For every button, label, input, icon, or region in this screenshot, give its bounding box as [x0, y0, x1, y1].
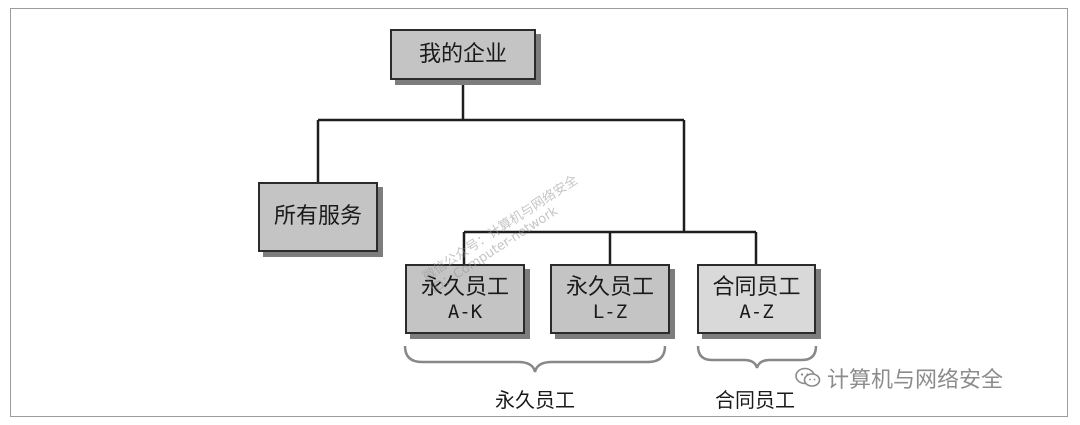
node-contract-a-z-title: 合同员工	[712, 275, 801, 300]
node-my-enterprise-label: 我的企业	[418, 41, 507, 67]
watermark-brand: 计算机与网络安全	[795, 362, 1003, 394]
node-permanent-a-k-title: 永久员工	[420, 275, 509, 300]
node-all-services-label: 所有服务	[273, 204, 362, 229]
group-label-permanent: 永久员工	[495, 388, 575, 412]
node-my-enterprise: 我的企业	[390, 29, 536, 80]
node-permanent-l-z-title: 永久员工	[565, 275, 654, 300]
node-permanent-a-k-range: A-K	[447, 301, 483, 323]
node-contract-a-z-range: A-Z	[739, 301, 774, 323]
node-permanent-a-k: 永久员工 A-K	[405, 264, 525, 334]
group-label-contract: 合同员工	[715, 388, 795, 412]
node-contract-a-z: 合同员工 A-Z	[697, 264, 816, 334]
brace-contract	[696, 345, 818, 369]
brace-permanent	[403, 345, 667, 373]
node-permanent-l-z-range: L-Z	[592, 301, 628, 323]
node-permanent-l-z: 永久员工 L-Z	[550, 264, 670, 334]
wechat-icon	[795, 367, 821, 387]
node-all-services: 所有服务	[258, 182, 378, 252]
diagram-frame	[10, 8, 1068, 417]
watermark-brand-text: 计算机与网络安全	[827, 368, 1004, 393]
